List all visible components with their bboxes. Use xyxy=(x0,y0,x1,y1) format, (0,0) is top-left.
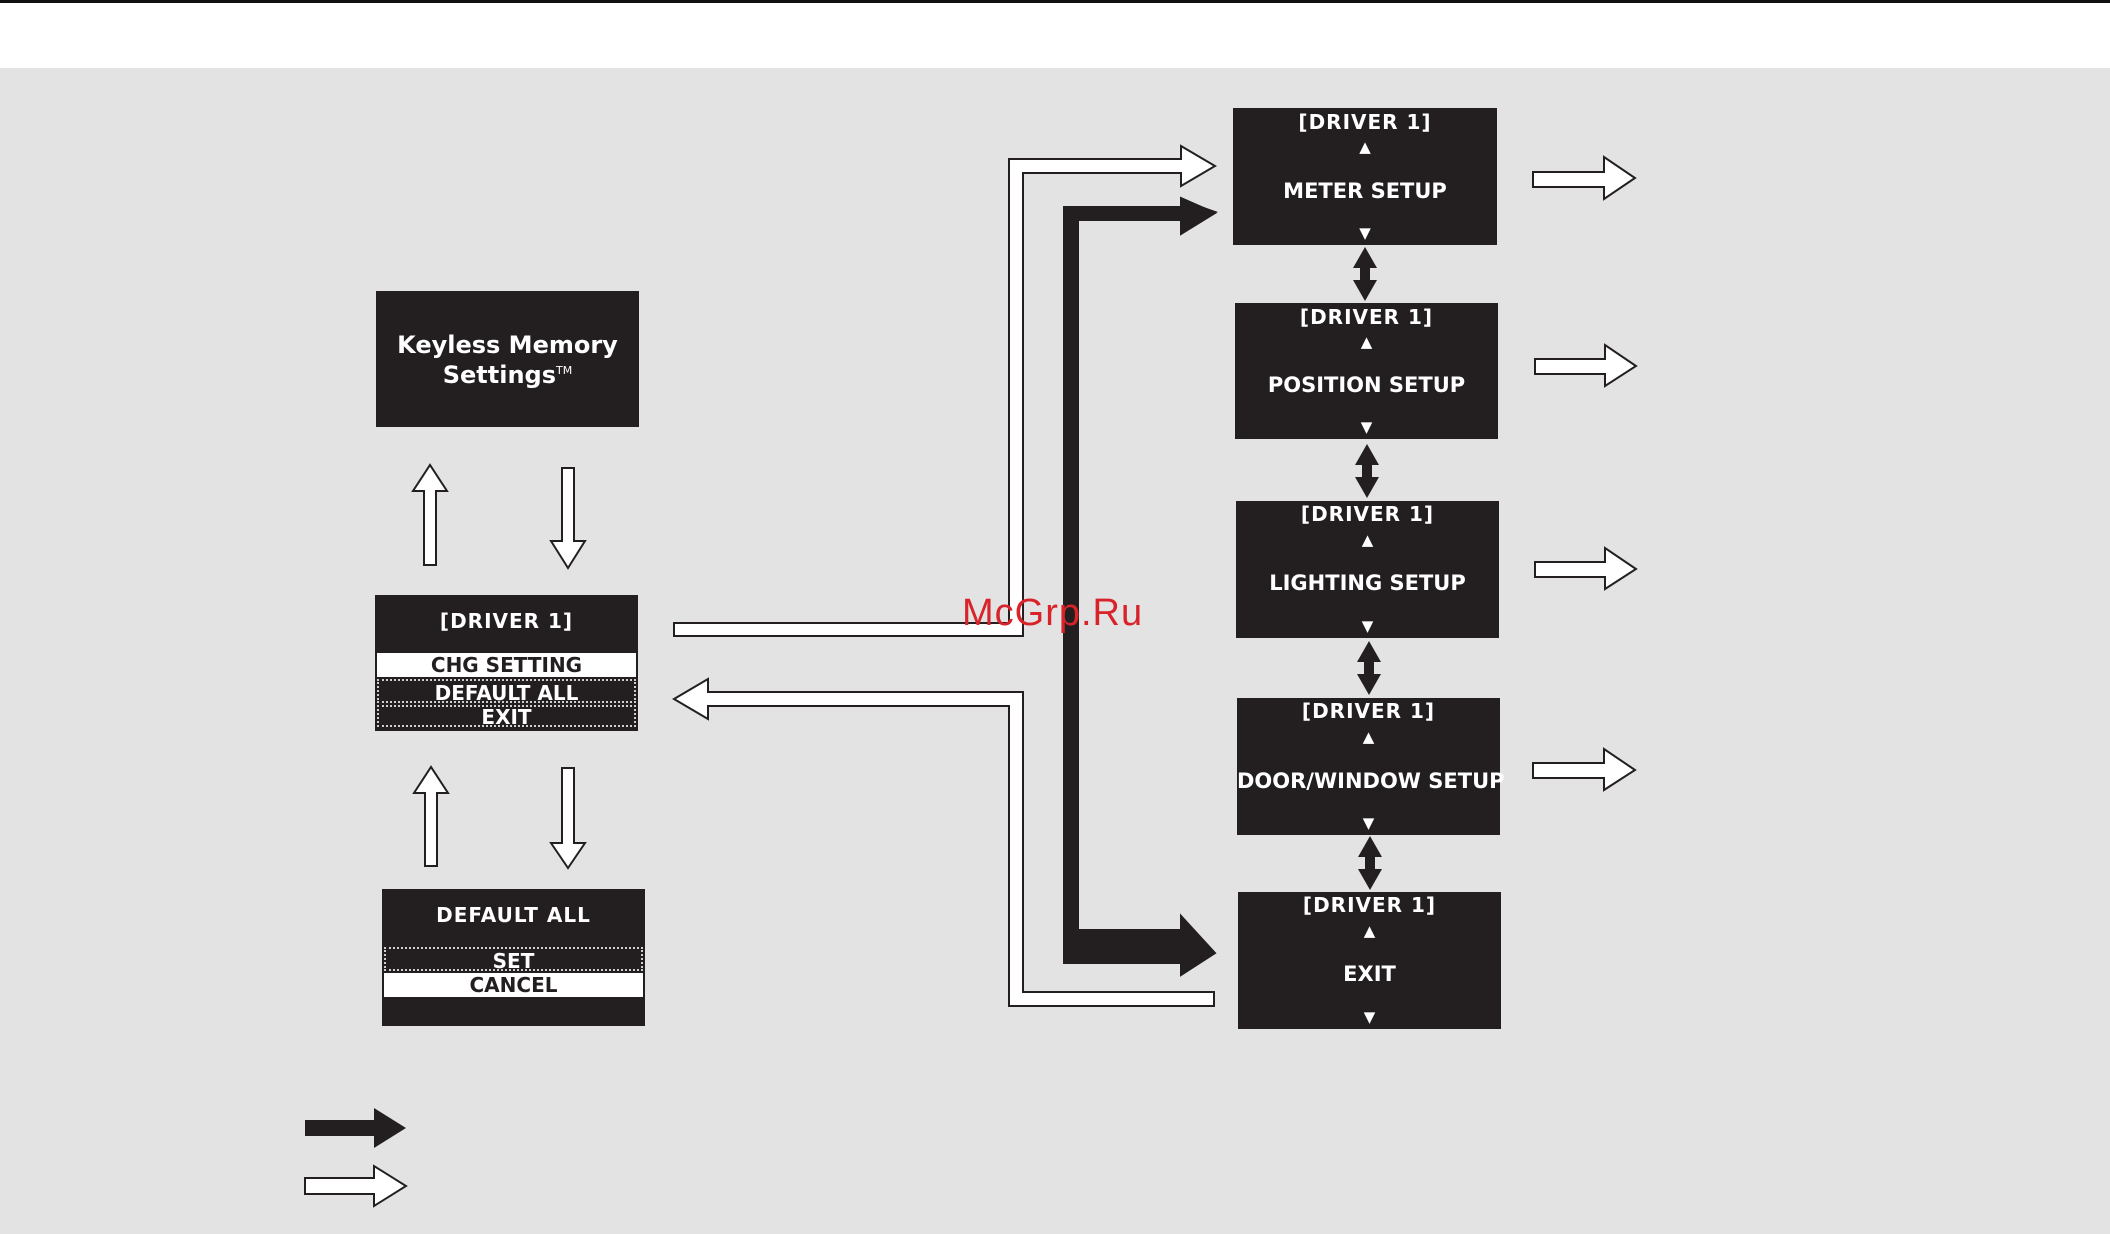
up-triangle-icon: ▲ xyxy=(1238,922,1501,940)
right-arrow-icon xyxy=(1535,345,1636,386)
position-setup-screen: [DRIVER 1] ▲ POSITION SETUP ▼ xyxy=(1235,303,1498,439)
lighting-setup-label: LIGHTING SETUP xyxy=(1236,571,1499,595)
right-arrow-icon xyxy=(1533,157,1635,199)
lighting-setup-screen: [DRIVER 1] ▲ LIGHTING SETUP ▼ xyxy=(1236,501,1499,638)
default-all-header: DEFAULT ALL xyxy=(382,903,645,927)
keyless-memory-settings-box: Keyless Memory SettingsTM xyxy=(376,291,639,427)
down-triangle-icon: ▼ xyxy=(1236,617,1499,635)
screen-header: [DRIVER 1] xyxy=(1237,699,1500,723)
driver-menu-header: [DRIVER 1] xyxy=(375,609,638,633)
keyless-title-line1: Keyless Memory xyxy=(376,331,639,359)
exit-screen: [DRIVER 1] ▲ EXIT ▼ xyxy=(1238,892,1501,1029)
down-triangle-icon: ▼ xyxy=(1235,418,1498,436)
chg-setting-option[interactable]: CHG SETTING xyxy=(377,653,636,677)
up-down-arrow-icon xyxy=(1353,247,1377,301)
door-window-setup-screen: [DRIVER 1] ▲ DOOR/WINDOW SETUP ▼ xyxy=(1237,698,1500,835)
screen-header: [DRIVER 1] xyxy=(1238,893,1501,917)
up-triangle-icon: ▲ xyxy=(1237,728,1500,746)
up-triangle-icon: ▲ xyxy=(1235,333,1498,351)
meter-setup-screen: [DRIVER 1] ▲ METER SETUP ▼ xyxy=(1233,108,1497,245)
up-triangle-icon: ▲ xyxy=(1236,531,1499,549)
up-arrow-icon xyxy=(413,465,447,565)
right-arrow-icon xyxy=(1535,548,1636,589)
keyless-title-line2: SettingsTM xyxy=(376,361,639,389)
screen-header: [DRIVER 1] xyxy=(1236,502,1499,526)
watermark: McGrp.Ru xyxy=(962,592,1143,635)
trademark-mark: TM xyxy=(556,364,572,377)
driver-menu-box: [DRIVER 1] CHG SETTING DEFAULT ALL EXIT xyxy=(375,595,638,731)
default-all-option[interactable]: DEFAULT ALL xyxy=(377,679,636,703)
black-arrow-icon xyxy=(305,1108,406,1148)
black-flow-arrow-icon xyxy=(1064,198,1215,975)
down-arrow-icon xyxy=(551,768,585,868)
keyless-title-line2-text: Settings xyxy=(443,361,556,389)
right-arrow-icon xyxy=(1533,749,1635,790)
cancel-option[interactable]: CANCEL xyxy=(384,973,643,997)
down-triangle-icon: ▼ xyxy=(1237,814,1500,832)
down-triangle-icon: ▼ xyxy=(1238,1008,1501,1026)
down-triangle-icon: ▼ xyxy=(1233,224,1497,242)
up-triangle-icon: ▲ xyxy=(1233,138,1497,156)
up-down-arrow-icon xyxy=(1358,836,1382,890)
meter-setup-label: METER SETUP xyxy=(1233,179,1497,203)
position-setup-label: POSITION SETUP xyxy=(1235,373,1498,397)
screen-header: [DRIVER 1] xyxy=(1235,305,1498,329)
door-window-setup-label: DOOR/WINDOW SETUP xyxy=(1237,769,1500,793)
screen-header: [DRIVER 1] xyxy=(1233,110,1497,134)
up-down-arrow-icon xyxy=(1355,444,1379,498)
down-arrow-icon xyxy=(551,468,585,568)
exit-label: EXIT xyxy=(1238,962,1501,986)
white-arrow-icon xyxy=(305,1166,406,1206)
up-arrow-icon xyxy=(414,767,448,866)
exit-option[interactable]: EXIT xyxy=(377,705,636,727)
set-option[interactable]: SET xyxy=(384,947,643,971)
default-all-menu-box: DEFAULT ALL SET CANCEL xyxy=(382,889,645,1026)
up-down-arrow-icon xyxy=(1357,641,1381,695)
